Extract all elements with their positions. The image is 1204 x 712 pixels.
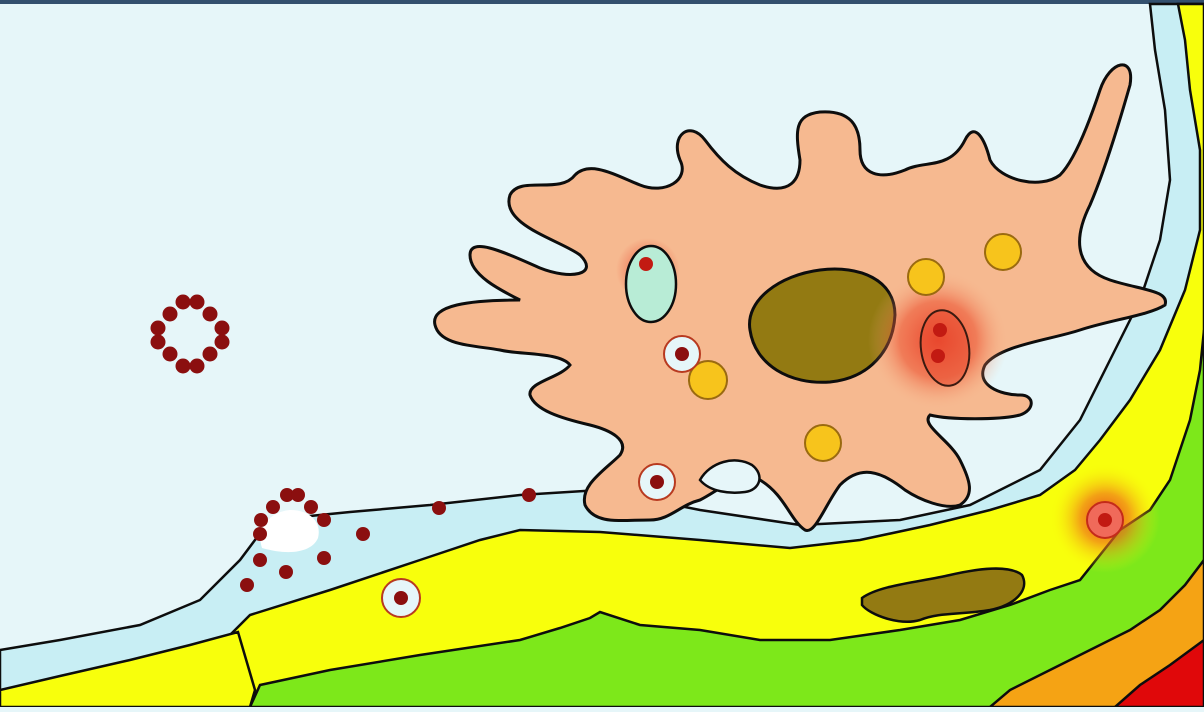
membrane-particle [291,488,305,502]
scattered-particle [240,578,254,592]
free-particle [151,321,166,336]
free-particle [176,295,191,310]
scattered-particle [356,527,370,541]
vesicle-particle [675,347,689,361]
yellow-granule [985,234,1021,270]
phagosome-particle [639,257,653,271]
free-particle [176,359,191,374]
membrane-pore-particle [1098,513,1112,527]
membrane-particle [317,513,331,527]
free-particle [163,307,178,322]
free-particle [190,359,205,374]
scattered-particle [432,501,446,515]
free-particle [215,335,230,350]
membrane-particle [254,513,268,527]
scattered-particle [317,551,331,565]
yellow-granule [805,425,841,461]
membrane-particle [253,527,267,541]
scattered-particle [253,553,267,567]
free-particle [215,321,230,336]
free-particle [190,295,205,310]
yellow-granule [908,259,944,295]
membrane-particle [266,500,280,514]
phagolysosome-particle [931,349,945,363]
free-particle [163,347,178,362]
phagosome [626,246,676,322]
free-particle [151,335,166,350]
free-particle [203,307,218,322]
top-bar [0,0,1204,4]
scattered-particle [279,565,293,579]
membrane-particle [304,500,318,514]
phagolysosome-particle [933,323,947,337]
free-particle [203,347,218,362]
vesicle-particle [394,591,408,605]
scattered-particle [522,488,536,502]
vesicle-particle [650,475,664,489]
